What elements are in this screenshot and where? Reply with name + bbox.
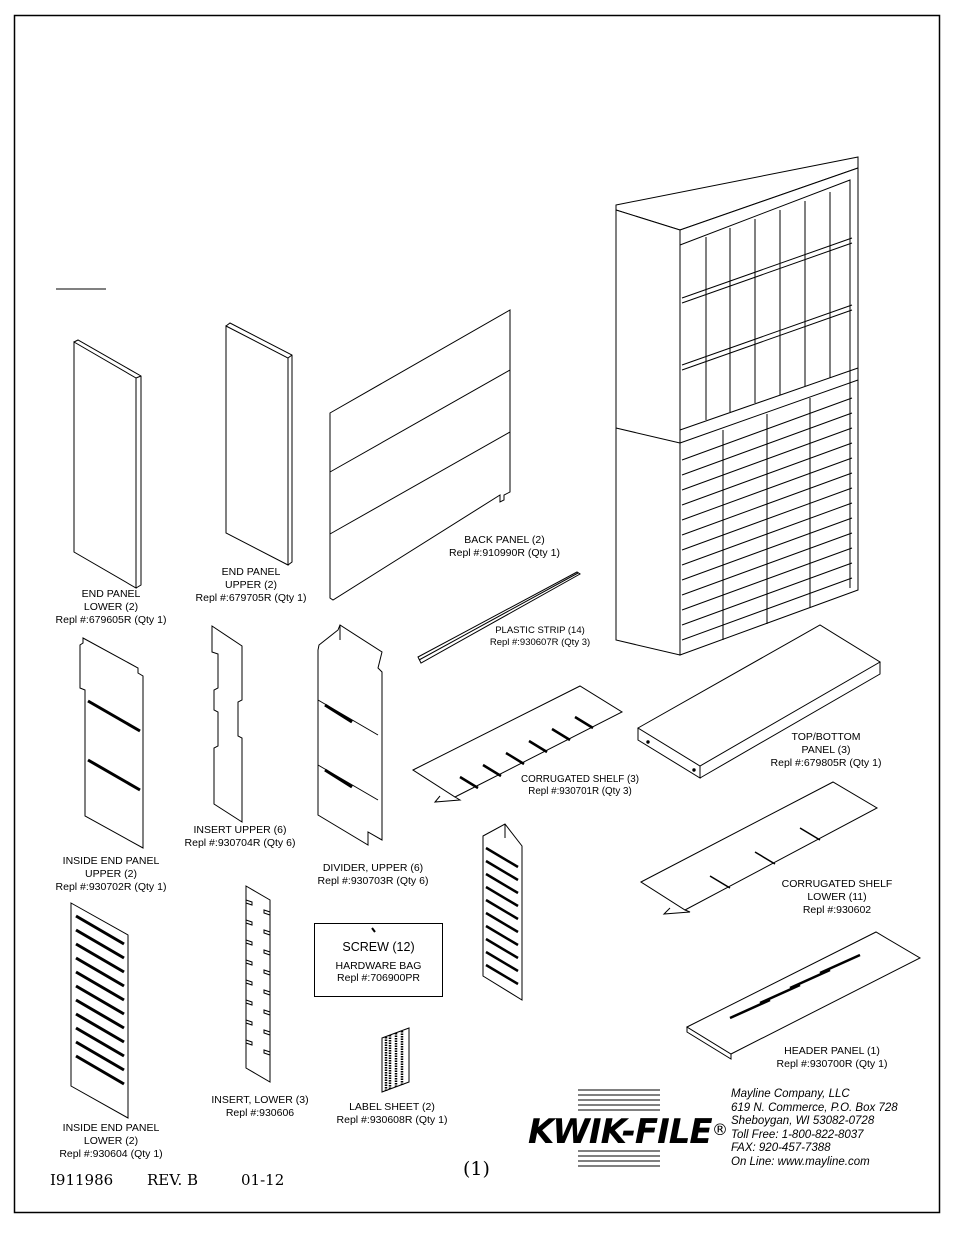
registered-mark: ® [712, 1120, 728, 1139]
label-sheet-drawing [381, 1027, 410, 1093]
label-corrugated-shelf: CORRUGATED SHELF (3) Repl #:930701R (Qty… [521, 774, 639, 797]
label-end-panel-upper: END PANEL UPPER (2) Repl #:679705R (Qty … [195, 566, 307, 604]
label-insert-upper: INSERT UPPER (6) Repl #:930704R (Qty 6) [184, 824, 296, 849]
divider-upper-drawing [317, 624, 383, 846]
inside-end-upper-drawing [79, 637, 144, 849]
label-label-sheet: LABEL SHEET (2) Repl #:930608R (Qty 1) [336, 1101, 448, 1126]
back-panel-drawing [329, 309, 511, 601]
sheet-border [13, 14, 941, 1214]
hardware-bag-repl: Repl #:706900PR [337, 972, 420, 984]
label-divider-upper: DIVIDER, UPPER (6) Repl #:930703R (Qty 6… [317, 862, 429, 887]
kwik-file-logo: KWIK-FILE [528, 1112, 713, 1152]
page-number: (1) [463, 1158, 490, 1180]
label-header-panel: HEADER PANEL (1) Repl #:930700R (Qty 1) [776, 1045, 888, 1070]
insert-upper-drawing [211, 625, 243, 823]
label-insert-lower: INSERT, LOWER (3) Repl #:930606 [211, 1094, 309, 1119]
top-bottom-panel-drawing [637, 624, 881, 779]
label-inside-end-lower: INSIDE END PANEL LOWER (2) Repl #:930604… [59, 1122, 163, 1160]
document-number: I911986 [50, 1171, 114, 1189]
screw-icon [371, 927, 376, 933]
company-info: Mayline Company, LLC 619 N. Commerce, P.… [731, 1088, 898, 1168]
corrugated-lower-drawing [640, 781, 879, 915]
end-panel-lower-drawing [73, 339, 142, 589]
inside-end-lower-drawing [70, 902, 129, 1119]
corrugated-shelf-drawing [411, 685, 624, 803]
label-corrugated-lower: CORRUGATED SHELF LOWER (11) Repl #:93060… [781, 878, 893, 916]
revision-date: 01-12 [241, 1171, 285, 1189]
hardware-bag-label: HARDWARE BAG [335, 960, 422, 972]
end-panel-upper-drawing [225, 322, 293, 566]
divider-lower-drawing [482, 823, 523, 1001]
logo-lines [578, 1089, 660, 1167]
insert-lower-drawing [245, 885, 271, 1083]
label-top-bottom-panel: TOP/BOTTOM PANEL (3) Repl #:679805R (Qty… [770, 731, 882, 769]
cabinet-drawing [615, 156, 859, 656]
screw-label: SCREW (12) [342, 940, 415, 954]
label-inside-end-upper: INSIDE END PANEL UPPER (2) Repl #:930702… [55, 855, 167, 893]
revision: REV. B [147, 1171, 199, 1189]
hardware-bag-box: SCREW (12) HARDWARE BAG Repl #:706900PR [314, 923, 443, 997]
label-back-panel: BACK PANEL (2) Repl #:910990R (Qty 1) [449, 534, 560, 559]
header-panel-drawing [685, 931, 922, 1060]
label-end-panel-lower: END PANEL LOWER (2) Repl #:679605R (Qty … [55, 588, 167, 626]
label-plastic-strip: PLASTIC STRIP (14) Repl #:930607R (Qty 3… [489, 625, 591, 648]
plastic-strip-drawing [417, 571, 581, 664]
